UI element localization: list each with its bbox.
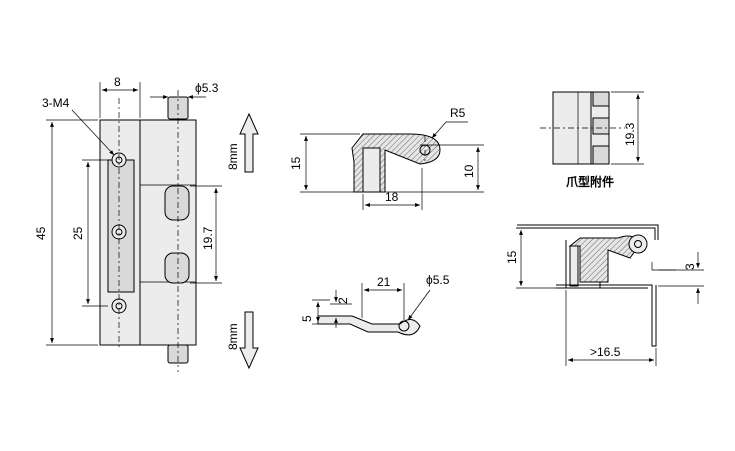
dim-assy-height: 15 — [505, 250, 519, 264]
claw-attachment-view: 19.3 爪型附件 — [540, 91, 644, 189]
dim-hole-pitch: 25 — [71, 226, 85, 240]
pin-lower — [164, 252, 190, 284]
pin-upper — [164, 185, 190, 221]
dim-side-height: 15 — [289, 156, 303, 170]
assembly-view: 15 3 >16.5 — [505, 224, 704, 366]
attachment-caption: 爪型附件 — [566, 174, 614, 189]
thread-callout: 3-M4 — [42, 96, 70, 110]
travel-label-top: 8mm — [226, 143, 240, 170]
dim-flat-offset: 2 — [336, 297, 350, 304]
side-view: 15 10 18 R5 — [289, 106, 484, 210]
dim-assy-gap: 3 — [683, 263, 697, 270]
dim-total-height: 45 — [34, 226, 48, 240]
dim-flat-length: 21 — [377, 275, 391, 289]
dim-attach-height: 19.3 — [623, 122, 637, 146]
dim-flat-height: 5 — [300, 315, 314, 322]
travel-label-bottom: 8mm — [226, 323, 240, 350]
dim-width-top: 8 — [114, 75, 121, 89]
dim-pin-gap: 19.7 — [201, 226, 215, 250]
dim-assy-reach: >16.5 — [590, 345, 621, 359]
dim-pin-diameter: ϕ5.3 — [195, 81, 219, 95]
front-view: 8 ϕ5.3 3-M4 45 25 19.7 8mm 8mm — [34, 75, 259, 372]
arrow-up-icon — [239, 112, 259, 173]
flat-part-view: 2 5 21 ϕ5.5 — [300, 273, 450, 336]
dim-side-depth: 18 — [385, 190, 399, 204]
dim-side-radius: R5 — [450, 106, 466, 120]
arrow-down-icon — [239, 311, 259, 370]
dim-flat-hole: ϕ5.5 — [426, 273, 450, 287]
dim-side-inner: 10 — [462, 164, 476, 178]
